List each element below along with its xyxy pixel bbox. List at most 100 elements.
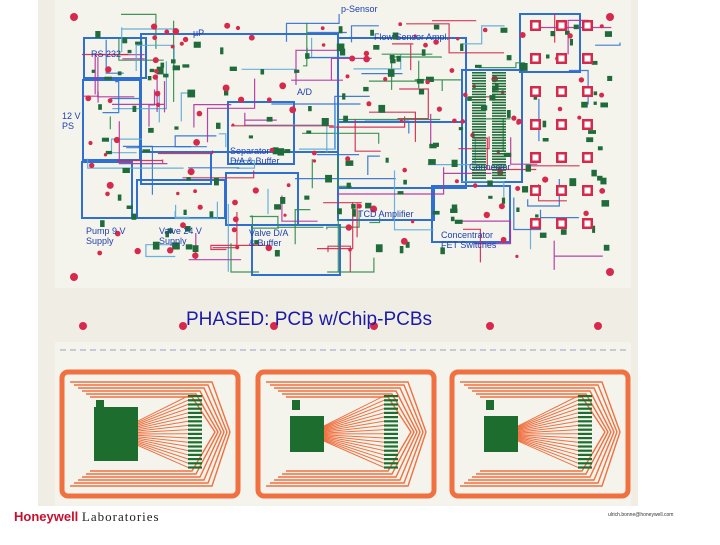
component-pad (118, 71, 122, 75)
component-pad (123, 168, 130, 173)
via-pad (558, 107, 563, 112)
connector-pin (472, 88, 486, 90)
label-concentrator: Concentrator FET Switches (441, 230, 496, 250)
connector-pin (492, 177, 506, 179)
component-pad (182, 64, 189, 67)
connector-pin (492, 134, 506, 136)
component-pad (594, 91, 598, 95)
connector-pin (492, 126, 506, 128)
connector-pin (472, 77, 486, 79)
component-pad (501, 28, 508, 33)
via-pad (183, 37, 188, 42)
chip-board-pad (188, 416, 202, 418)
component-pad (280, 197, 285, 204)
via-pad (450, 68, 455, 73)
component-pad (102, 138, 109, 142)
component-pad (604, 245, 610, 251)
connector-pin (492, 72, 506, 74)
component-pad (352, 209, 356, 217)
via-pad (236, 26, 240, 30)
component-pad (220, 47, 223, 54)
connector-pin (472, 145, 486, 147)
chip-board-pad (384, 416, 398, 418)
chip-board-marker (292, 400, 300, 410)
component-pad (602, 200, 610, 207)
via-pad (599, 188, 605, 194)
fet-switch-die (585, 23, 591, 29)
component-pad (450, 209, 457, 213)
connector-pin (472, 102, 486, 104)
via-pad (153, 74, 158, 79)
connector-pin (472, 115, 486, 117)
author-email: ulrich.bonne@honeywell.com (608, 512, 673, 518)
component-pad (390, 55, 395, 59)
via-pad (383, 77, 387, 81)
chip-board-pad (384, 445, 398, 447)
via-pad (567, 33, 572, 38)
component-pad (305, 53, 309, 59)
connector-pin (492, 91, 506, 93)
connector-pin (472, 96, 486, 98)
component-pad (173, 65, 180, 70)
honeywell-logo: Honeywell Laboratories (14, 509, 160, 525)
chip-board-pad (578, 424, 592, 426)
component-pad (569, 178, 576, 186)
connector-pin (472, 99, 486, 101)
via-pad (156, 103, 160, 107)
sensor-chip (290, 416, 324, 452)
component-pad (163, 74, 168, 78)
chip-board-pad (384, 420, 398, 422)
chip-board-pad (188, 454, 202, 456)
component-pad (398, 191, 404, 194)
via-pad (107, 182, 114, 189)
chip-board-pad (384, 458, 398, 460)
via-pad (198, 205, 203, 210)
fet-switch-die (559, 221, 565, 227)
chip-board-pad (384, 454, 398, 456)
via-pad (235, 245, 239, 249)
connector-pin (492, 96, 506, 98)
fet-switch-die (533, 56, 539, 62)
via-pad (188, 168, 195, 175)
via-pad (452, 119, 457, 124)
component-pad (594, 102, 597, 105)
chip-board-pad (188, 450, 202, 452)
via-pad (346, 74, 350, 78)
connector-pin (492, 123, 506, 125)
chip-board-pad (384, 466, 398, 468)
component-pad (104, 77, 112, 80)
connector-pin (492, 80, 506, 82)
label-tcd-amplifier: TCD Amplifier (358, 209, 414, 219)
fet-switch-die (533, 122, 539, 128)
fet-switch-die (533, 23, 539, 29)
component-pad (308, 106, 312, 111)
component-pad (214, 178, 219, 186)
connector-pin (472, 75, 486, 77)
fet-switch-die (559, 155, 565, 161)
fet-switch-die (533, 155, 539, 161)
via-pad (224, 23, 230, 29)
via-pad (267, 97, 272, 102)
via-pad (283, 214, 286, 217)
via-pad (515, 255, 518, 258)
sensor-chip (94, 407, 138, 461)
component-pad (306, 131, 311, 134)
component-pad (194, 42, 201, 48)
via-pad (366, 101, 371, 106)
chip-board-pad (188, 437, 202, 439)
chip-board-pad (578, 429, 592, 431)
connector-pin (472, 118, 486, 120)
component-pad (526, 165, 531, 172)
via-pad (223, 85, 230, 92)
label-pump-supply: Pump 9 V Supply (86, 226, 126, 246)
component-pad (267, 117, 273, 122)
connector-pin (472, 83, 486, 85)
via-pad (511, 116, 516, 121)
connector-pin (492, 118, 506, 120)
chip-board-pad (188, 395, 202, 397)
slide-caption: PHASED: PCB w/Chip-PCBs (186, 309, 432, 331)
via-pad (425, 80, 430, 85)
chip-board-pad (384, 437, 398, 439)
chip-board-marker (96, 400, 104, 410)
chip-board-pad (384, 399, 398, 401)
